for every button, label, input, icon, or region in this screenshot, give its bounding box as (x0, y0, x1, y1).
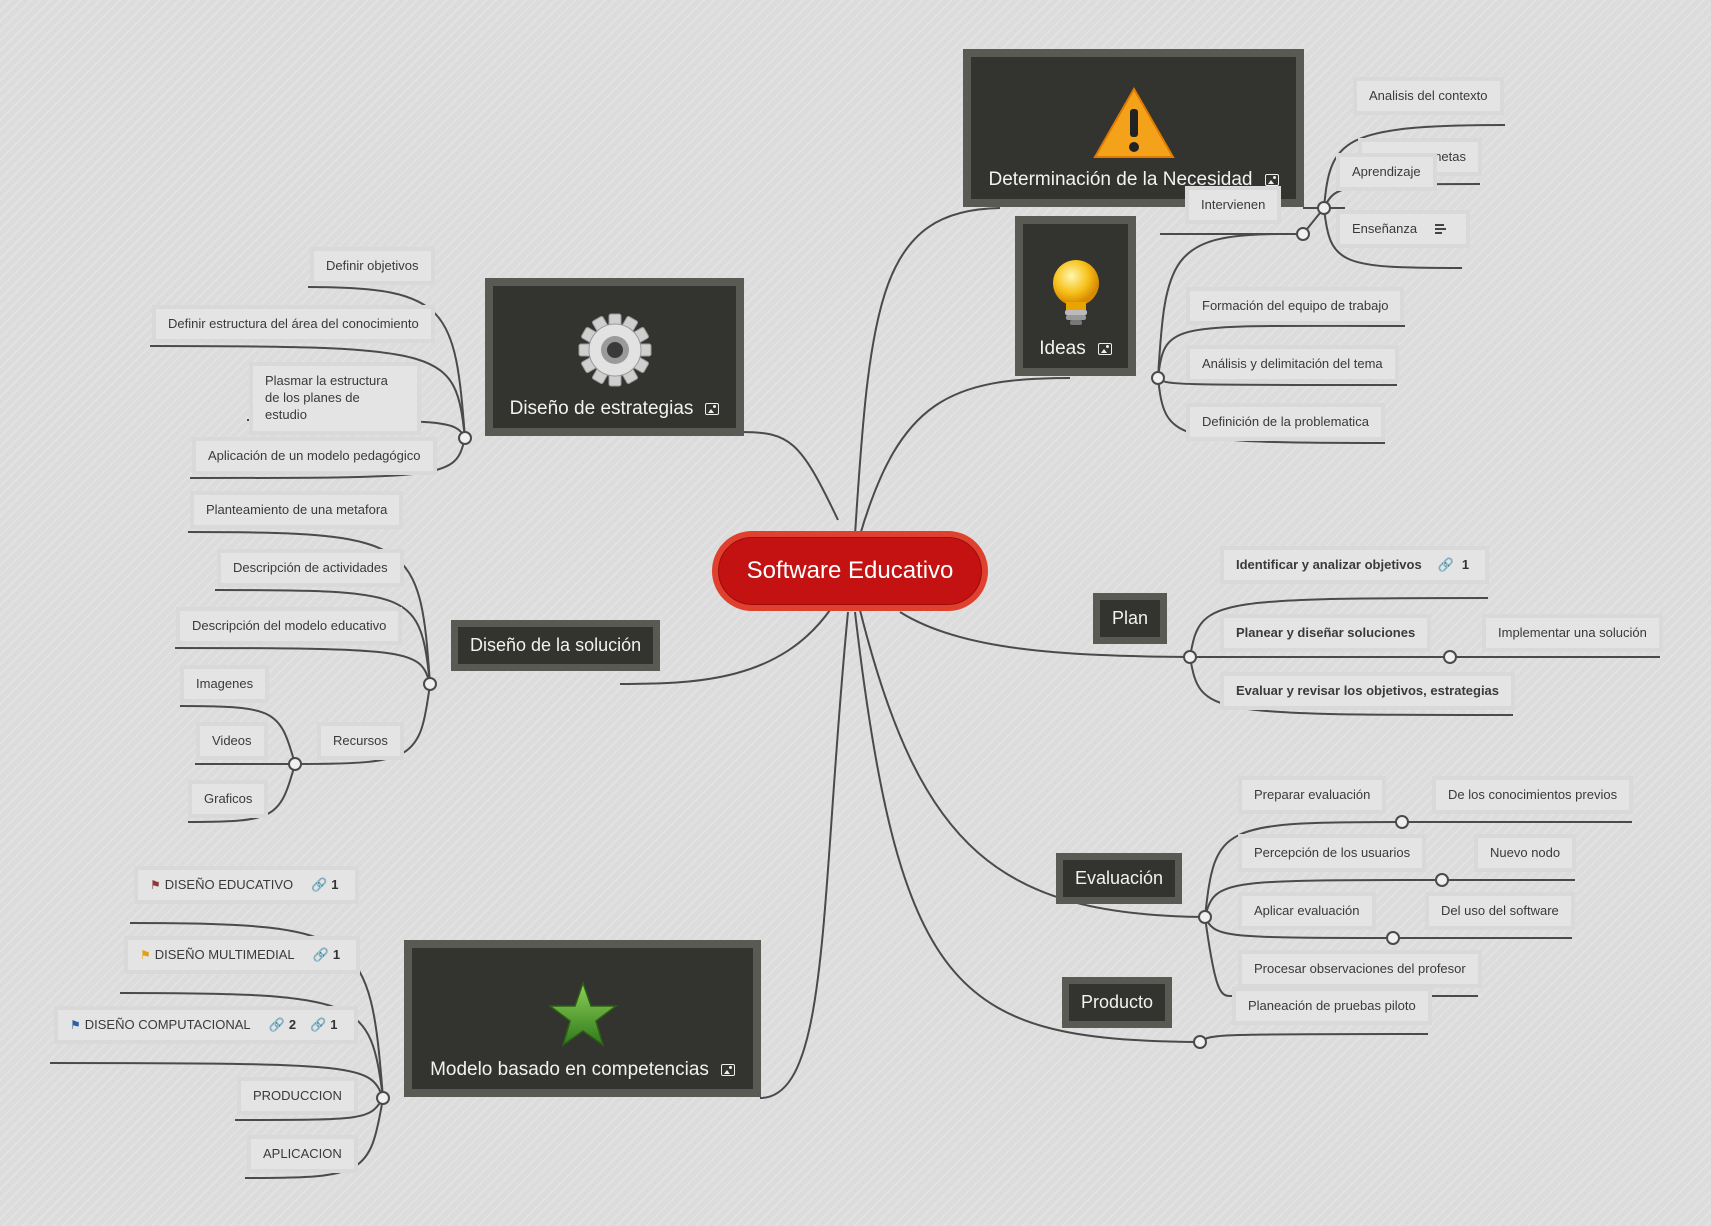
branch-producto[interactable]: Producto (1062, 977, 1173, 1028)
link-icon[interactable]: 🔗 (311, 877, 328, 892)
image-icon (720, 1064, 735, 1076)
warning-icon (1092, 87, 1175, 158)
node-recursos[interactable]: Recursos (317, 722, 404, 761)
modelo-title: Modelo basado en competencias (430, 1059, 709, 1080)
reference-icon[interactable]: 🔗 (268, 1017, 285, 1032)
node-intervienen[interactable]: Intervienen (1185, 186, 1282, 225)
node-diseno-multimedial[interactable]: ⚑ DISEÑO MULTIMEDIAL 🔗 1 (124, 936, 361, 975)
node-procesar-observaciones[interactable]: Procesar observaciones del profesor (1238, 950, 1482, 989)
node-aplicar-evaluacion[interactable]: Aplicar evaluación (1238, 892, 1376, 931)
lightbulb-icon (1052, 260, 1099, 325)
node-definicion-problematica[interactable]: Definición de la problematica (1186, 403, 1385, 442)
image-icon (1264, 174, 1279, 186)
image-icon (705, 403, 720, 415)
branch-determinacion[interactable]: Determinación de la Necesidad (963, 49, 1304, 207)
node-definir-estructura[interactable]: Definir estructura del área del conocimi… (152, 305, 435, 344)
node-definir-objetivos[interactable]: Definir objetivos (310, 247, 435, 286)
node-videos[interactable]: Videos (196, 722, 268, 761)
node-descripcion-actividades[interactable]: Descripción de actividades (217, 549, 404, 588)
node-analisis-contexto[interactable]: Analisis del contexto (1353, 77, 1504, 116)
node-diseno-computacional[interactable]: ⚑ DISEÑO COMPUTACIONAL 🔗 2 🔗 1 (54, 1006, 358, 1045)
node-graficos[interactable]: Graficos (188, 780, 269, 819)
node-plasmar-estructura[interactable]: Plasmar la estructura de los planes de e… (249, 362, 421, 435)
node-formacion-equipo[interactable]: Formación del equipo de trabajo (1186, 287, 1405, 326)
link-icon[interactable]: 🔗 (312, 947, 329, 962)
node-produccion[interactable]: PRODUCCION (237, 1077, 358, 1116)
node-implementar-solucion[interactable]: Implementar una solución (1482, 614, 1663, 653)
node-evaluar-objetivos[interactable]: Evaluar y revisar los objetivos, estrate… (1220, 672, 1516, 711)
flag-icon: ⚑ (70, 1017, 81, 1032)
star-icon (547, 981, 618, 1047)
node-percepcion-usuarios[interactable]: Percepción de los usuarios (1238, 834, 1427, 873)
node-aprendizaje[interactable]: Aprendizaje (1336, 153, 1437, 192)
node-planteamiento-metafora[interactable]: Planteamiento de una metafora (190, 491, 404, 530)
node-conocimientos-previos[interactable]: De los conocimientos previos (1432, 776, 1634, 815)
node-analisis-tema[interactable]: Análisis y delimitación del tema (1186, 345, 1399, 384)
link-icon[interactable]: 🔗 (1437, 557, 1454, 572)
branch-estrategias[interactable]: Diseño de estrategias (485, 278, 744, 436)
node-imagenes[interactable]: Imagenes (180, 665, 270, 704)
branch-ideas[interactable]: Ideas (1015, 216, 1136, 376)
node-aplicacion-modelo[interactable]: Aplicación de un modelo pedagógico (192, 437, 437, 476)
root-title: Software Educativo (746, 557, 954, 584)
flag-icon: ⚑ (150, 877, 161, 892)
branch-plan[interactable]: Plan (1093, 593, 1168, 644)
node-uso-software[interactable]: Del uso del software (1425, 892, 1575, 931)
ideas-title: Ideas (1039, 338, 1086, 359)
node-ensenanza[interactable]: Enseñanza (1336, 210, 1471, 249)
root-node[interactable]: Software Educativo (712, 531, 988, 611)
node-preparar-evaluacion[interactable]: Preparar evaluación (1238, 776, 1387, 815)
branch-modelo[interactable]: Modelo basado en competencias (404, 940, 761, 1097)
branch-solucion[interactable]: Diseño de la solución (451, 620, 661, 671)
estrategias-title: Diseño de estrategias (509, 398, 694, 419)
node-nuevo-nodo[interactable]: Nuevo nodo (1474, 834, 1577, 873)
node-identificar-objetivos[interactable]: Identificar y analizar objetivos 🔗 1 (1220, 546, 1490, 585)
node-planeacion-pruebas[interactable]: Planeación de pruebas piloto (1232, 987, 1432, 1026)
link-icon[interactable]: 🔗 (310, 1017, 327, 1032)
determinacion-title: Determinación de la Necesidad (988, 169, 1253, 190)
node-aplicacion[interactable]: APLICACION (247, 1135, 358, 1174)
gear-icon (578, 313, 651, 387)
node-planear-soluciones[interactable]: Planear y diseñar soluciones (1220, 614, 1432, 653)
node-diseno-educativo[interactable]: ⚑ DISEÑO EDUCATIVO 🔗 1 (134, 866, 359, 905)
branch-evaluacion[interactable]: Evaluación (1056, 853, 1183, 904)
notes-icon (1435, 224, 1448, 235)
image-icon (1097, 343, 1112, 355)
node-descripcion-modelo[interactable]: Descripción del modelo educativo (176, 607, 403, 646)
flag-icon: ⚑ (140, 947, 151, 962)
